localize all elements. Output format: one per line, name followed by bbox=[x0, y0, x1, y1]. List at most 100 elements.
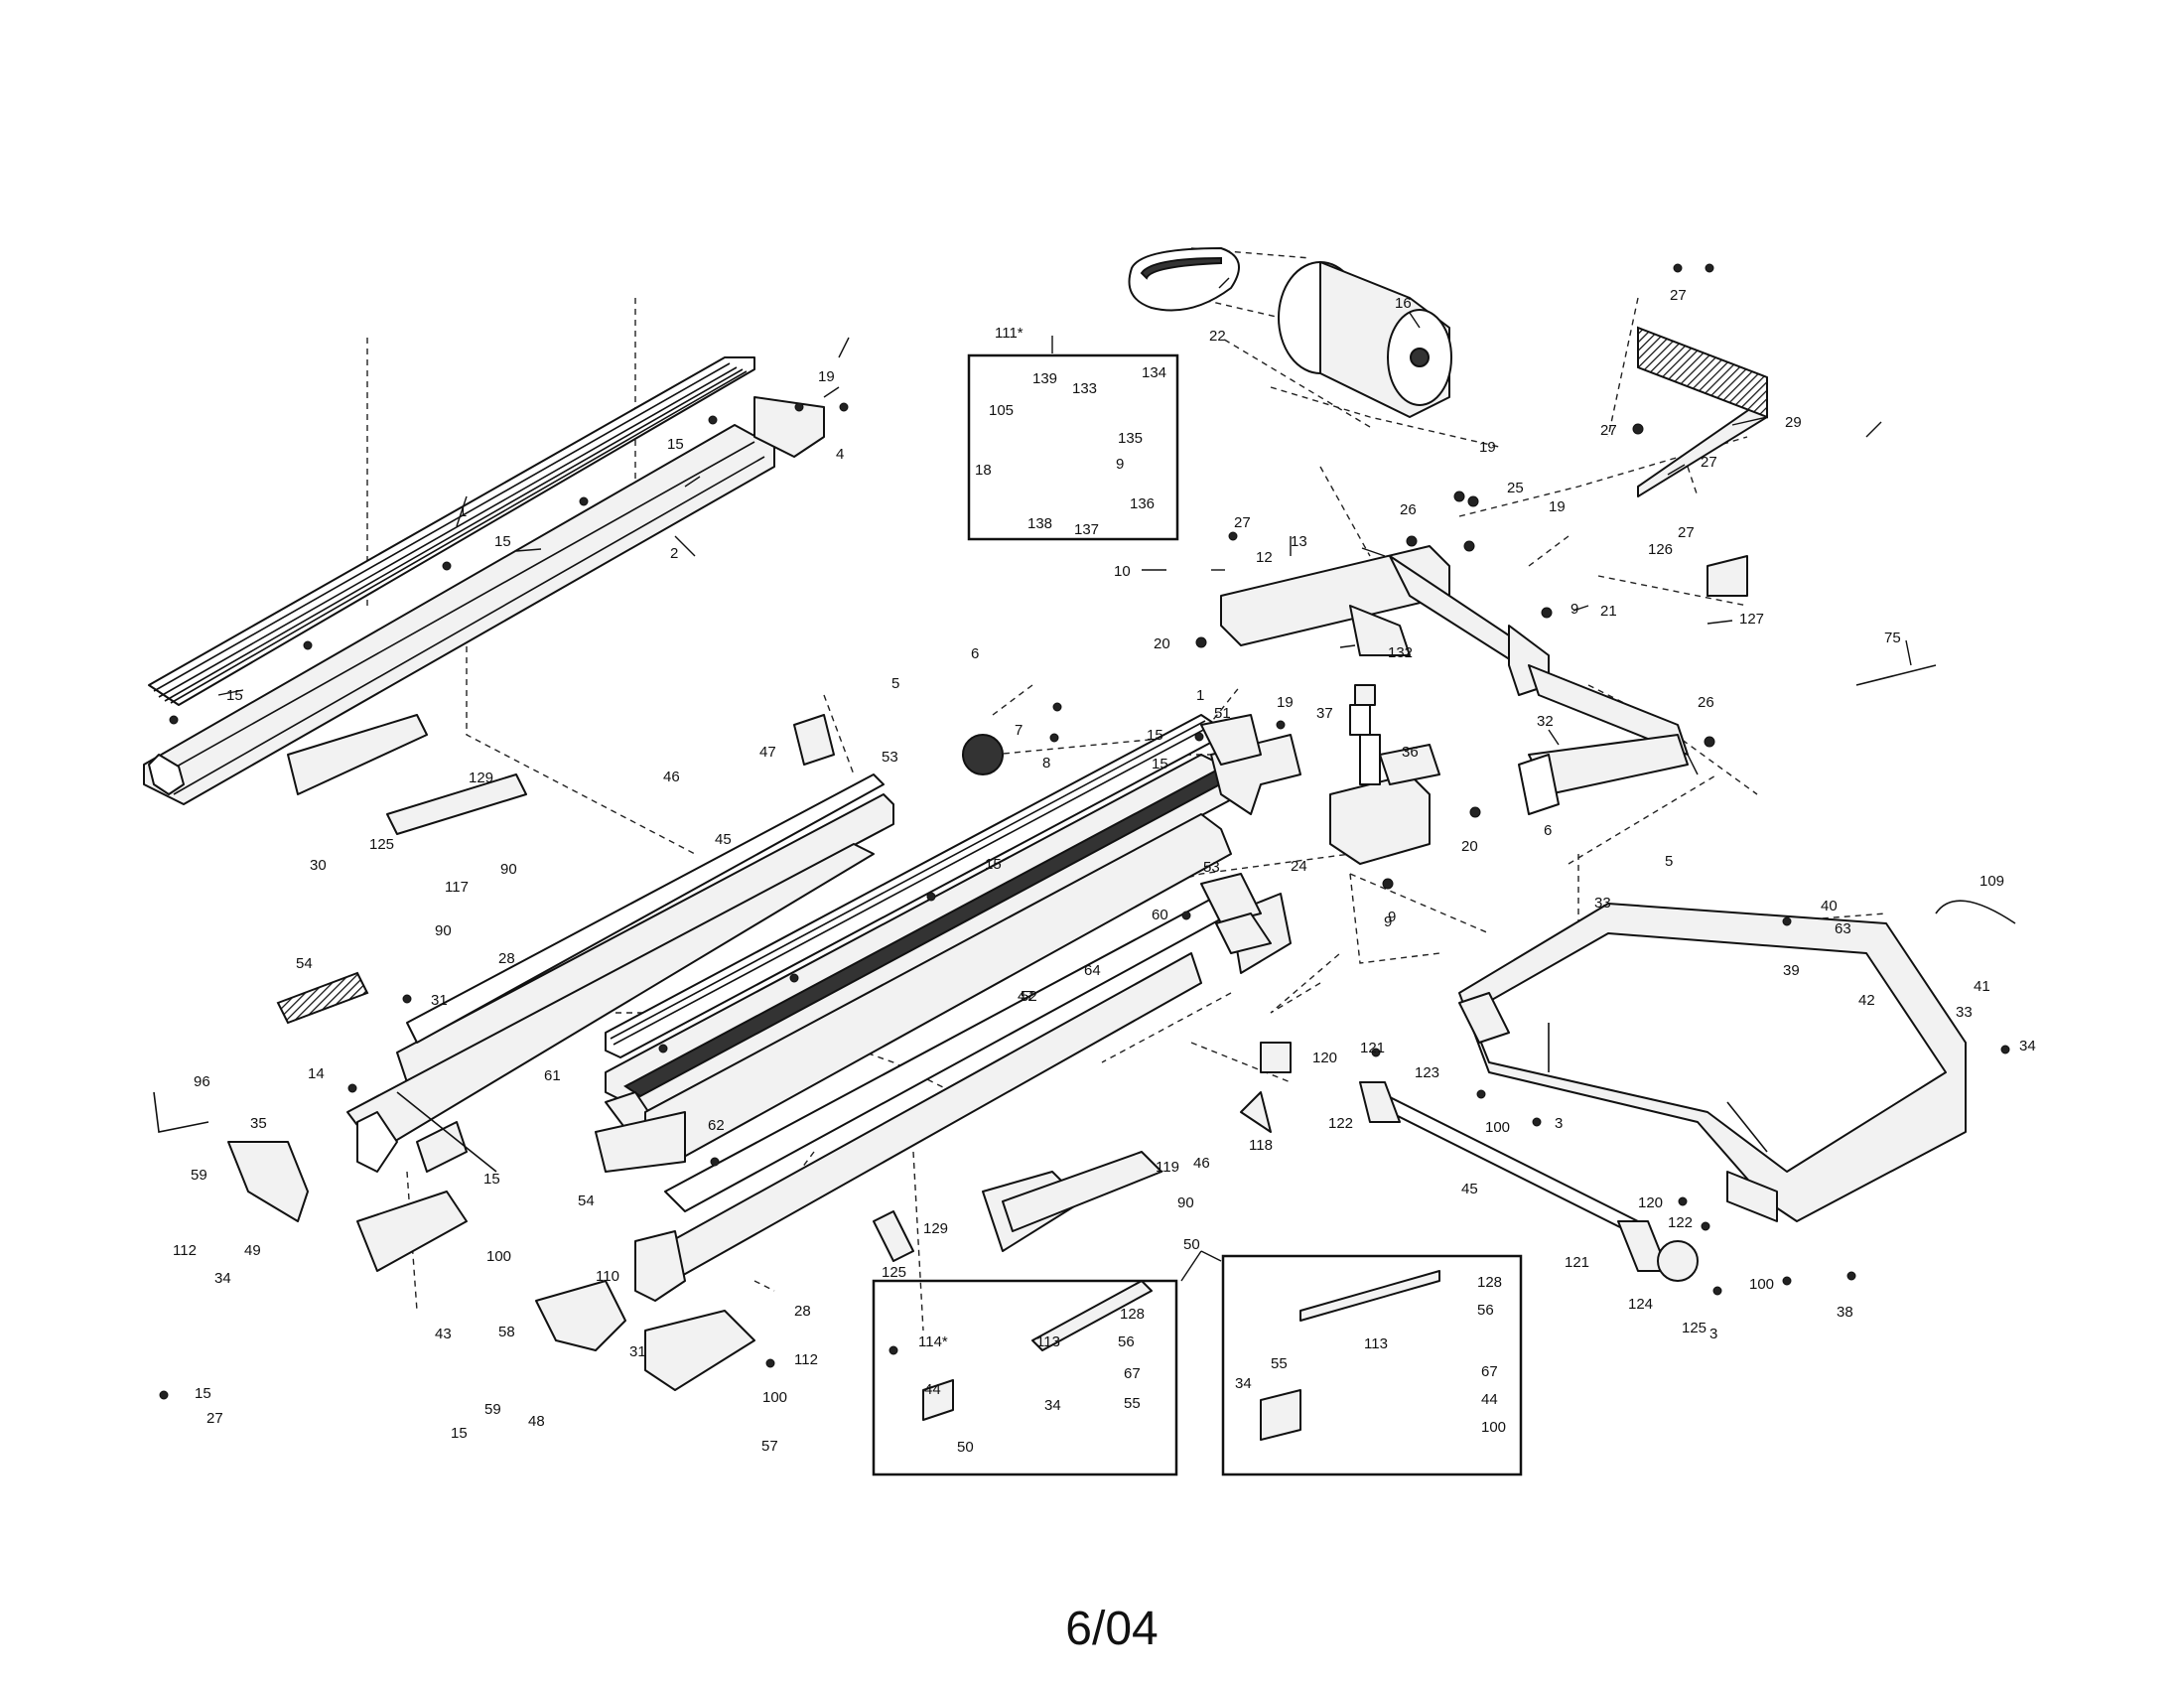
callout: 15 bbox=[195, 1385, 211, 1402]
hex-screw bbox=[1782, 916, 1792, 926]
hex-nut bbox=[1467, 495, 1479, 507]
callout: 90 bbox=[500, 861, 517, 878]
callout: 54 bbox=[296, 955, 313, 972]
callout: 19 bbox=[1549, 498, 1566, 515]
callout: 24 bbox=[1291, 858, 1307, 875]
callout: 28 bbox=[794, 1303, 811, 1320]
page-number: 6/04 bbox=[1065, 1603, 1158, 1655]
callout: 126 bbox=[1648, 541, 1673, 558]
callout: 129 bbox=[923, 1220, 948, 1237]
callout: 5 bbox=[891, 675, 899, 692]
hex-screw bbox=[1678, 1196, 1688, 1206]
callout: 19 bbox=[1479, 439, 1496, 456]
callout: 59 bbox=[484, 1401, 501, 1418]
callout: 100 bbox=[762, 1389, 787, 1406]
callout: 47 bbox=[1018, 988, 1034, 1005]
callout: 15 bbox=[1152, 756, 1168, 772]
callout: 27 bbox=[1678, 524, 1695, 541]
small-parts bbox=[153, 326, 2016, 1441]
callout: 26 bbox=[1698, 694, 1714, 711]
callout: 1 bbox=[1196, 687, 1204, 704]
hex-screw bbox=[1846, 1271, 1856, 1281]
callout: 110 bbox=[596, 1268, 619, 1285]
callout: 114* bbox=[918, 1333, 948, 1350]
callout: 105 bbox=[989, 402, 1014, 419]
hex-nut bbox=[1704, 736, 1715, 748]
callout: 90 bbox=[1177, 1194, 1194, 1211]
callout: 113 bbox=[1036, 1333, 1060, 1350]
callout: 27 bbox=[1600, 422, 1617, 439]
front-frame bbox=[1220, 545, 1689, 815]
callout: 44 bbox=[924, 1381, 941, 1398]
hex-nut bbox=[1406, 535, 1418, 547]
hex-nut bbox=[1453, 491, 1465, 502]
hex-screw bbox=[765, 1358, 775, 1368]
callout: 9 bbox=[1388, 909, 1396, 925]
hex-nut bbox=[1632, 423, 1644, 435]
hex-screw bbox=[1782, 1276, 1792, 1286]
callout: 52 bbox=[1021, 988, 1037, 1005]
callout: 6 bbox=[971, 645, 979, 662]
hex-screw bbox=[1228, 531, 1238, 541]
callout: 100 bbox=[1749, 1276, 1774, 1293]
callout: 118 bbox=[1249, 1137, 1273, 1154]
callout: 32 bbox=[1537, 713, 1554, 730]
callout: 27 bbox=[1670, 287, 1687, 304]
callout: 100 bbox=[1481, 1419, 1506, 1436]
callout: 67 bbox=[1481, 1363, 1498, 1380]
callout: 53 bbox=[1203, 859, 1220, 876]
callout: 100 bbox=[1485, 1119, 1510, 1136]
callout: 7 bbox=[1015, 722, 1023, 739]
callout: 30 bbox=[310, 857, 327, 874]
hex-screw bbox=[1052, 702, 1062, 712]
hex-screw bbox=[794, 402, 804, 412]
callout: 34 bbox=[1235, 1375, 1252, 1392]
hex-screw bbox=[303, 640, 313, 650]
callout: 62 bbox=[708, 1117, 725, 1134]
callout: 9 bbox=[1384, 913, 1392, 930]
callout: 20 bbox=[1461, 838, 1478, 855]
hex-screw bbox=[926, 892, 936, 902]
hex-screw bbox=[1532, 1117, 1542, 1127]
hex-nut bbox=[1195, 636, 1207, 648]
hex-nut bbox=[1382, 878, 1394, 890]
hex-screw bbox=[2000, 1045, 2010, 1054]
callout: 96 bbox=[194, 1073, 210, 1090]
callout: 112 bbox=[794, 1351, 818, 1368]
callout: 122 bbox=[1668, 1214, 1693, 1231]
callout: 127 bbox=[1739, 611, 1764, 628]
callout: 2 bbox=[670, 545, 678, 562]
callout: 55 bbox=[1271, 1355, 1288, 1372]
hex-screw bbox=[347, 1083, 357, 1093]
callout: 19 bbox=[1277, 694, 1294, 711]
callout: 133 bbox=[1072, 380, 1097, 397]
callout: 33 bbox=[1594, 895, 1611, 912]
hex-screw bbox=[1712, 1286, 1722, 1296]
callout: 36 bbox=[1402, 744, 1419, 761]
callout-labels: 1 2 4 15 19 15 15 1 15 15 111* 139 105 1… bbox=[173, 287, 2036, 1456]
callout: 15 bbox=[451, 1425, 468, 1442]
callout: 48 bbox=[528, 1413, 545, 1430]
callout: 58 bbox=[498, 1324, 515, 1340]
hex-screw bbox=[708, 415, 718, 425]
callout: 120 bbox=[1312, 1050, 1337, 1066]
callout: 57 bbox=[761, 1438, 778, 1455]
callout: 47 bbox=[759, 744, 776, 761]
hex-screw bbox=[789, 973, 799, 983]
callout: 6 bbox=[1544, 822, 1552, 839]
callout: 49 bbox=[244, 1242, 261, 1259]
callout: 40 bbox=[1821, 898, 1838, 914]
hex-screw bbox=[710, 1157, 720, 1167]
detail-boxes bbox=[872, 336, 1523, 1476]
hex-screw bbox=[1701, 1221, 1710, 1231]
callout: 125 bbox=[1682, 1320, 1706, 1336]
hex-screw bbox=[1276, 720, 1286, 730]
callout: 8 bbox=[1042, 755, 1050, 772]
callout: 15 bbox=[985, 856, 1002, 873]
callout: 67 bbox=[1124, 1365, 1141, 1382]
center-rail bbox=[605, 714, 1242, 1143]
callout: 112 bbox=[173, 1242, 197, 1259]
callout: 37 bbox=[1316, 705, 1333, 722]
callout: 25 bbox=[1507, 480, 1524, 496]
hex-screw bbox=[1181, 911, 1191, 920]
